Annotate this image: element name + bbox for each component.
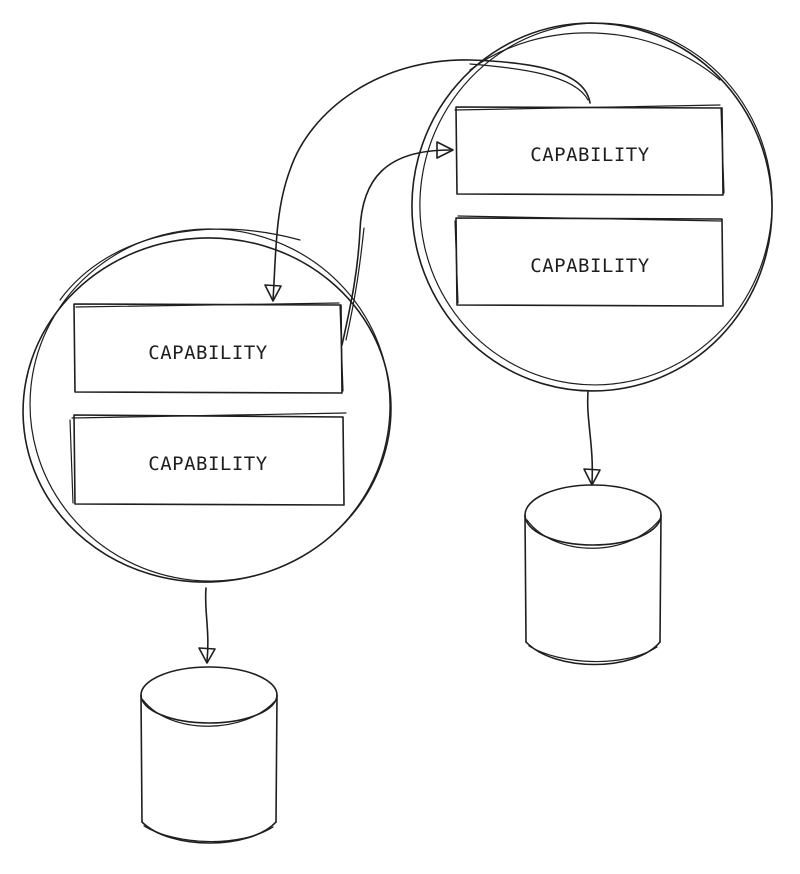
capability-box-right-1[interactable]: CAPABILITY xyxy=(454,104,725,196)
arrow-right-service-to-left-capability xyxy=(264,59,591,302)
service-left: CAPABILITY CAPABILITY xyxy=(22,228,392,844)
database-left[interactable] xyxy=(140,666,278,844)
capability-box-right-2[interactable]: CAPABILITY xyxy=(454,215,724,307)
capability-label-right-2: CAPABILITY xyxy=(530,255,649,277)
capability-box-left-2[interactable]: CAPABILITY xyxy=(69,412,347,506)
arrow-left-capability-to-right-capability xyxy=(341,141,454,346)
database-right[interactable] xyxy=(524,484,662,666)
service-right: CAPABILITY CAPABILITY xyxy=(411,22,773,666)
service-right-boundary xyxy=(411,22,773,392)
capability-label-right-1: CAPABILITY xyxy=(530,144,649,166)
capability-label-left-2: CAPABILITY xyxy=(148,453,267,475)
capability-label-left-1: CAPABILITY xyxy=(148,342,267,364)
capability-box-left-1[interactable]: CAPABILITY xyxy=(73,302,344,394)
arrow-right-to-db xyxy=(583,391,601,486)
arrow-left-to-db xyxy=(198,587,216,664)
service-left-boundary xyxy=(22,228,392,583)
